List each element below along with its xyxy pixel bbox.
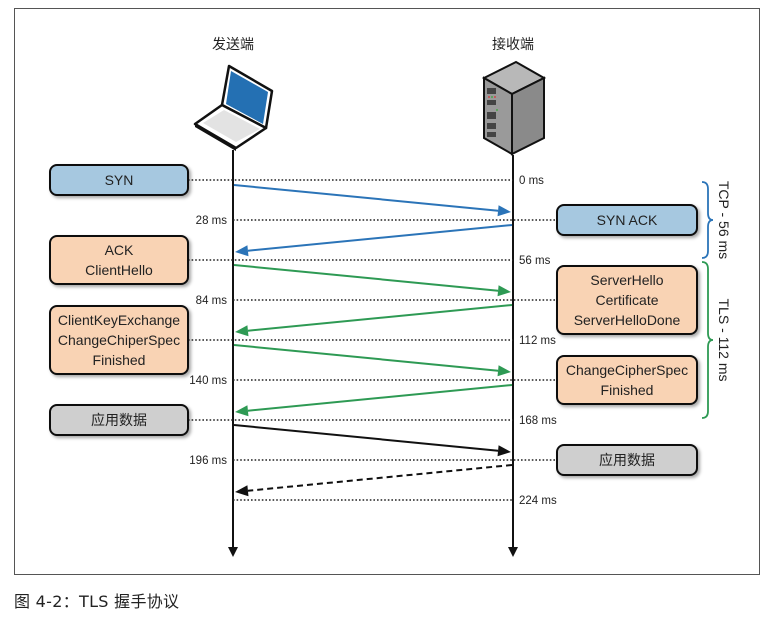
- message-arrow-shaft: [247, 384, 513, 412]
- message-arrow-shaft: [247, 304, 513, 332]
- message-arrowhead: [497, 205, 511, 217]
- message-arrow: [233, 344, 511, 377]
- message-box-text: Certificate: [595, 292, 658, 308]
- message-arrow-shaft: [233, 264, 499, 292]
- message-arrow-shaft: [233, 184, 499, 212]
- message-arrowhead: [235, 245, 249, 257]
- message-arrow-shaft: [233, 344, 499, 372]
- message-arrow: [235, 304, 513, 337]
- message-arrowhead: [497, 445, 511, 457]
- message-box-text: ACK: [105, 242, 134, 258]
- message-arrowhead: [497, 285, 511, 297]
- message-arrow: [233, 424, 511, 457]
- message-box: 应用数据: [556, 444, 698, 476]
- message-arrowhead: [235, 405, 249, 417]
- message-box: SYN: [49, 164, 189, 196]
- message-box: SYN ACK: [556, 204, 698, 236]
- time-label: 112 ms: [519, 335, 556, 347]
- message-box-bg: [49, 404, 189, 436]
- time-label: 196 ms: [189, 455, 227, 467]
- message-arrow: [235, 464, 513, 497]
- receiver-lifeline-arrowhead: [508, 547, 518, 557]
- message-arrow-shaft: [247, 464, 513, 492]
- message-box-bg: [49, 164, 189, 196]
- message-arrow-shaft: [247, 224, 513, 252]
- message-box-text: ServerHelloDone: [574, 312, 681, 328]
- tls-duration-label: TLS - 112 ms: [716, 299, 732, 382]
- server-icon: [481, 60, 547, 156]
- message-box-text: SYN ACK: [597, 212, 658, 228]
- time-label: 28 ms: [196, 215, 228, 227]
- figure-caption: 图 4-2：TLS 握手协议: [14, 592, 180, 611]
- tcp-duration-label: TCP - 56 ms: [716, 181, 732, 259]
- message-box-text: ChangeCipherSpec: [566, 362, 688, 378]
- diagram-frame: [14, 8, 760, 575]
- message-arrow: [233, 184, 511, 217]
- message-box: ClientKeyExchangeChangeChiperSpecFinishe…: [49, 305, 189, 375]
- message-box-text: ChangeChiperSpec: [58, 332, 180, 348]
- message-box-bg: [49, 305, 189, 375]
- message-arrow-shaft: [233, 424, 499, 452]
- time-label: 168 ms: [519, 415, 557, 427]
- message-arrow: [235, 224, 513, 257]
- tls-brace: [701, 261, 714, 419]
- message-box-text: 应用数据: [91, 412, 147, 428]
- message-box-bg: [556, 355, 698, 405]
- time-label: 0 ms: [519, 175, 544, 187]
- sender-label: 发送端: [212, 37, 254, 53]
- time-label: 224 ms: [519, 495, 557, 507]
- message-box-bg: [556, 265, 698, 335]
- tcp-brace: [701, 181, 714, 259]
- time-label: 140 ms: [189, 375, 227, 387]
- message-box-text: Finished: [93, 352, 146, 368]
- receiver-label: 接收端: [492, 36, 534, 53]
- message-box-text: Finished: [601, 382, 654, 398]
- message-box-bg: [556, 204, 698, 236]
- message-box-bg: [49, 235, 189, 285]
- time-label: 84 ms: [196, 295, 228, 307]
- message-arrowhead: [497, 365, 511, 377]
- message-arrow: [233, 264, 511, 297]
- message-box-text: 应用数据: [599, 452, 655, 468]
- message-box-bg: [556, 444, 698, 476]
- message-box-text: ClientKeyExchange: [58, 312, 180, 328]
- sender-lifeline-arrowhead: [228, 547, 238, 557]
- laptop-icon: [193, 64, 274, 151]
- message-arrow: [235, 384, 513, 417]
- message-box-text: SYN: [105, 172, 134, 188]
- message-box-text: ServerHello: [590, 272, 663, 288]
- message-box-text: ClientHello: [85, 262, 153, 278]
- time-label: 56 ms: [519, 255, 551, 267]
- message-arrowhead: [235, 485, 249, 497]
- message-box: 应用数据: [49, 404, 189, 436]
- message-box: ACK ClientHello: [49, 235, 189, 285]
- message-arrowhead: [235, 325, 249, 337]
